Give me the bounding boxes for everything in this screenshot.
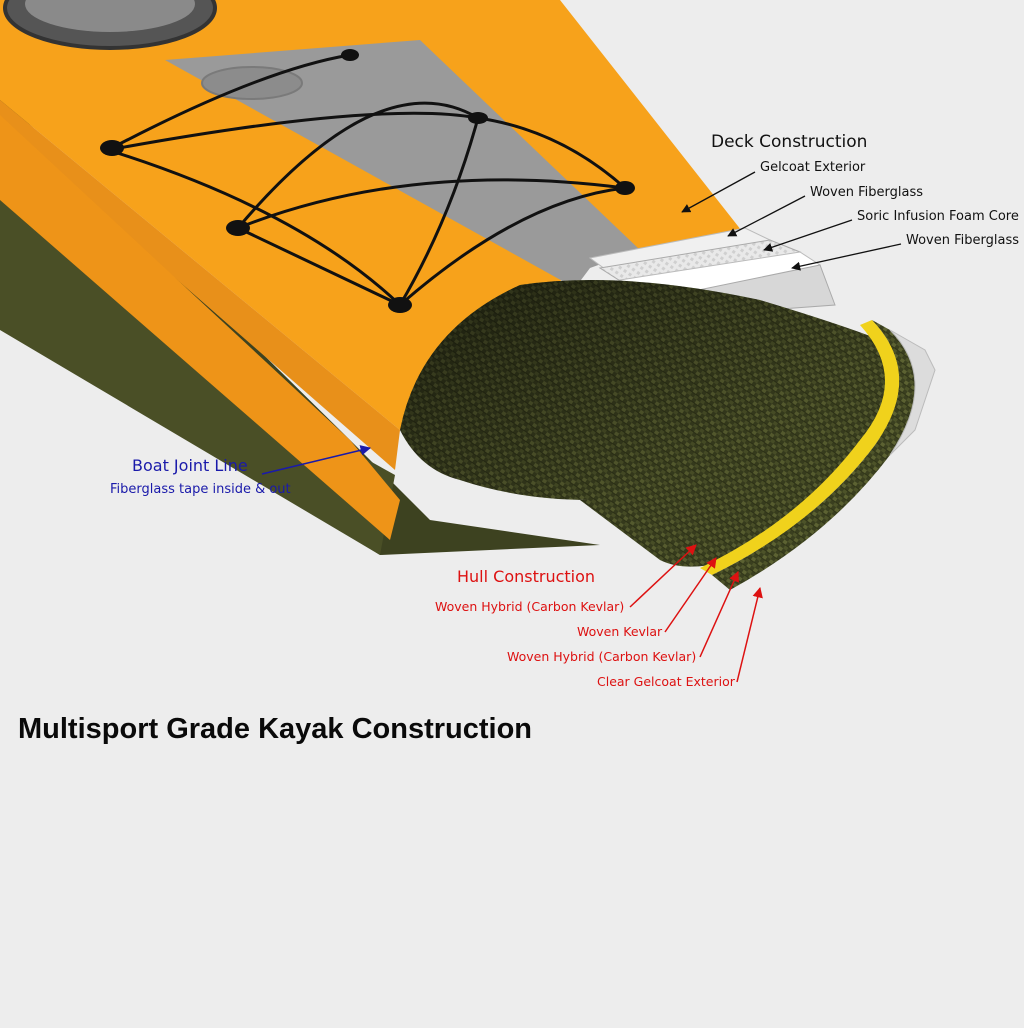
hull-layer-label-3: Woven Hybrid (Carbon Kevlar) <box>507 649 697 664</box>
deck-layer-label-1: Gelcoat Exterior <box>760 160 866 175</box>
deck-layer-label-2: Woven Fiberglass <box>810 185 923 200</box>
hull-interior-shadow <box>400 280 905 567</box>
deck-edge <box>0 100 400 470</box>
joint-leader <box>261 445 372 475</box>
hull-layer-hybrid-outer <box>712 320 915 590</box>
deck-bungees <box>107 53 626 307</box>
hull-leaders <box>629 544 763 683</box>
bungee-fittings <box>100 49 635 313</box>
hull-layer-gelcoat <box>889 329 936 456</box>
deck-top <box>0 0 745 430</box>
hull-layer-label-2: Woven Kevlar <box>577 624 663 639</box>
deck-layer-label-3: Soric Infusion Foam Core <box>857 209 1019 224</box>
hull-construction-heading: Hull Construction <box>457 567 596 586</box>
deck-layer-label-4: Woven Fiberglass <box>906 233 1019 248</box>
hull-layer-kevlar <box>700 320 900 575</box>
page-title: Multisport Grade Kayak Construction <box>18 713 533 745</box>
hull-layer-label-1: Woven Hybrid (Carbon Kevlar) <box>435 599 625 614</box>
deck-construction-heading: Deck Construction <box>711 132 868 152</box>
deck-stripe <box>165 40 640 288</box>
joint-subtext: Fiberglass tape inside & out <box>110 482 291 497</box>
joint-heading: Boat Joint Line <box>132 456 248 475</box>
cockpit-cover <box>25 0 195 32</box>
deck-leaders <box>681 171 902 271</box>
deck-side-band <box>0 115 400 540</box>
hull-layer-label-4: Clear Gelcoat Exterior <box>597 674 735 689</box>
